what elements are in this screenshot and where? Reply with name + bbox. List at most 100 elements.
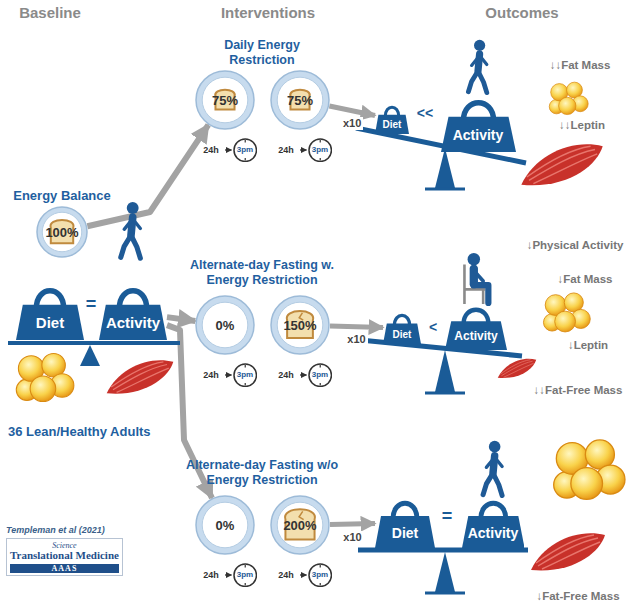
journal-logo: ScienceTranslational MedicineAAAS <box>6 538 123 576</box>
flow-arrow <box>167 325 212 498</box>
column-header: Outcomes <box>485 5 558 20</box>
fat-cells <box>549 82 588 114</box>
clock-icon: 3pm <box>233 138 257 162</box>
logo-text: Translational Medicine <box>10 550 119 562</box>
muscle <box>531 533 605 570</box>
fulcrum <box>80 345 100 366</box>
time-label: 24h <box>278 370 294 381</box>
balance-beam <box>8 341 180 345</box>
plate-heading: Energy Balance <box>13 188 111 203</box>
sitting-person <box>464 253 488 304</box>
fulcrum-base <box>425 592 465 595</box>
time-arrow <box>225 574 232 575</box>
balance-beam <box>358 548 528 553</box>
food-plate: 0% <box>195 495 255 555</box>
food-plate: 150% <box>270 295 330 355</box>
outcome-note: ↓↓Fat Mass <box>550 58 611 73</box>
time-arrow <box>300 374 307 375</box>
percent-label: 200% <box>283 518 316 533</box>
cohort-label: 36 Lean/Healthy Adults <box>8 424 151 439</box>
time-label: 24h <box>203 145 219 156</box>
balance-sign: < <box>429 320 437 335</box>
weight-label: Activity <box>468 525 519 541</box>
weight-shape <box>445 305 507 350</box>
weight-label: Activity <box>454 329 497 343</box>
percent-label: 75% <box>287 93 313 108</box>
fat-cells <box>16 354 74 402</box>
fulcrum <box>435 350 455 392</box>
activity-weight: Activity <box>445 305 507 350</box>
fulcrum-base <box>425 188 465 191</box>
muscle <box>498 359 536 378</box>
weight-label: Activity <box>106 314 160 331</box>
time-label: 3pm <box>312 570 328 579</box>
food-plate: Energy Balance100% <box>36 206 88 258</box>
weight-shape <box>441 97 516 152</box>
logo-text: Science <box>10 541 119 550</box>
weight-shape <box>462 498 525 548</box>
time-label: 3pm <box>237 145 253 154</box>
intervention-title: Alternate-day Fasting w. Energy Restrict… <box>182 258 342 288</box>
time-arrow <box>300 149 307 150</box>
weight-shape <box>375 498 435 548</box>
fulcrum <box>435 552 455 592</box>
weight-shape <box>99 285 167 340</box>
weight-label: Diet <box>393 329 412 340</box>
outcome-note: ↓↓Leptin <box>559 118 605 133</box>
clock-icon: 3pm <box>233 563 257 587</box>
flow-arrow <box>330 326 383 328</box>
weight-label: Diet <box>392 525 418 541</box>
citation: Templeman et al (2021) <box>6 523 105 538</box>
time-arrow <box>300 574 307 575</box>
food-plate: 200% <box>270 495 330 555</box>
outcome-note: ↓↓Fat-Free Mass <box>534 383 623 398</box>
activity-weight: Activity <box>462 498 525 548</box>
time-label: 24h <box>203 570 219 581</box>
percent-label: 0% <box>216 318 235 333</box>
intervention-title: Alternate-day Fasting w/o Energy Restric… <box>177 458 347 488</box>
fulcrum <box>435 148 455 188</box>
walking-person <box>483 441 502 496</box>
activity-weight: Activity <box>441 97 516 152</box>
clock-icon: 3pm <box>308 138 332 162</box>
clock-icon: 3pm <box>308 363 332 387</box>
time-arrow <box>225 149 232 150</box>
weight-label: Diet <box>383 119 402 130</box>
repeat-count: x10 <box>341 531 363 544</box>
percent-label: 150% <box>283 318 316 333</box>
weight-shape <box>16 285 84 340</box>
activity-weight: Activity <box>99 285 167 340</box>
outcome-note: ↓Fat-Free Mass <box>536 589 619 604</box>
muscle <box>521 144 602 185</box>
weight-label: Activity <box>453 127 504 143</box>
diet-weight: Diet <box>16 285 84 340</box>
time-label: 3pm <box>312 370 328 379</box>
time-arrow <box>225 374 232 375</box>
repeat-count: x10 <box>345 333 367 346</box>
clock-icon: 3pm <box>233 363 257 387</box>
outcome-note: ↓Physical Activity <box>527 238 624 253</box>
logo-text: AAAS <box>10 564 119 573</box>
fat-cells <box>554 440 625 499</box>
food-plate: 75% <box>195 70 255 130</box>
column-header: Interventions <box>221 5 315 20</box>
walking-person <box>121 202 141 258</box>
repeat-count: x10 <box>341 117 363 130</box>
intervention-title: Daily Energy Restriction <box>202 38 322 68</box>
flow-arrow <box>167 317 195 321</box>
food-plate: 0% <box>195 295 255 355</box>
diet-weight: Diet <box>375 498 435 548</box>
flow-arrow <box>87 125 208 226</box>
outcome-two <box>360 253 590 393</box>
time-label: 3pm <box>237 370 253 379</box>
time-label: 3pm <box>237 570 253 579</box>
time-label: 24h <box>278 570 294 581</box>
flow-arrow <box>330 521 375 527</box>
baseline-illustration <box>8 202 180 401</box>
fulcrum-base <box>425 392 465 395</box>
balance-sign: = <box>442 509 453 524</box>
time-label: 3pm <box>312 145 328 154</box>
percent-label: 75% <box>212 93 238 108</box>
muscle <box>107 360 174 394</box>
food-plate: 75% <box>270 70 330 130</box>
